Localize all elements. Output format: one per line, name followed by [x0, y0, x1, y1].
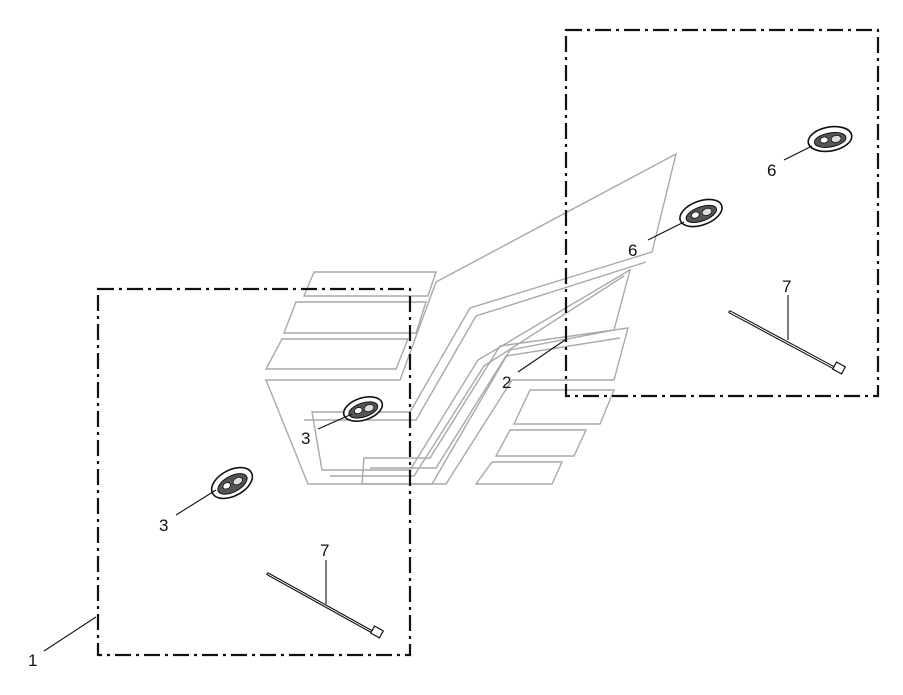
leader-line-6a [783, 145, 813, 161]
callout-1: 1 [28, 651, 37, 670]
cable-tie-part-7-right [728, 310, 847, 375]
panel-lower-inner [370, 337, 621, 469]
leader-line-6b [647, 221, 685, 241]
panel-stripe-bottom-3 [474, 461, 564, 485]
panel-stripe-bottom-2 [494, 429, 588, 457]
panel-stripe-top-1 [302, 271, 437, 297]
grommet-part-3-upper [342, 396, 384, 422]
kit-box-left [96, 287, 412, 657]
leader-line-3a [317, 413, 353, 430]
callout-7-right: 7 [782, 277, 791, 296]
grommet-part-6-lower [679, 198, 723, 228]
callout-7-left: 7 [320, 541, 329, 560]
panel-stripe-top-2 [282, 301, 427, 334]
leader-line-2 [517, 339, 566, 373]
panel-stripe-top-3 [264, 338, 410, 370]
cable-tie-part-7-left [266, 572, 385, 639]
leader-line-3b [175, 489, 217, 516]
panel-main-body [264, 152, 678, 485]
callout-3-upper: 3 [301, 429, 310, 448]
kit-box-right [564, 28, 880, 398]
grommet-part-3-lower [210, 466, 254, 500]
side-panel-outline [264, 152, 678, 485]
leader-line-1 [43, 616, 97, 652]
callout-6-lower: 6 [628, 241, 637, 260]
grommet-part-6-upper [807, 125, 853, 153]
panel-lower-chevron [361, 327, 629, 485]
callout-3-lower: 3 [159, 516, 168, 535]
callout-6-upper: 6 [767, 161, 776, 180]
callout-2: 2 [502, 373, 511, 392]
panel-stripe-bottom-1 [512, 389, 616, 425]
panel-inner-line-2 [330, 275, 625, 477]
